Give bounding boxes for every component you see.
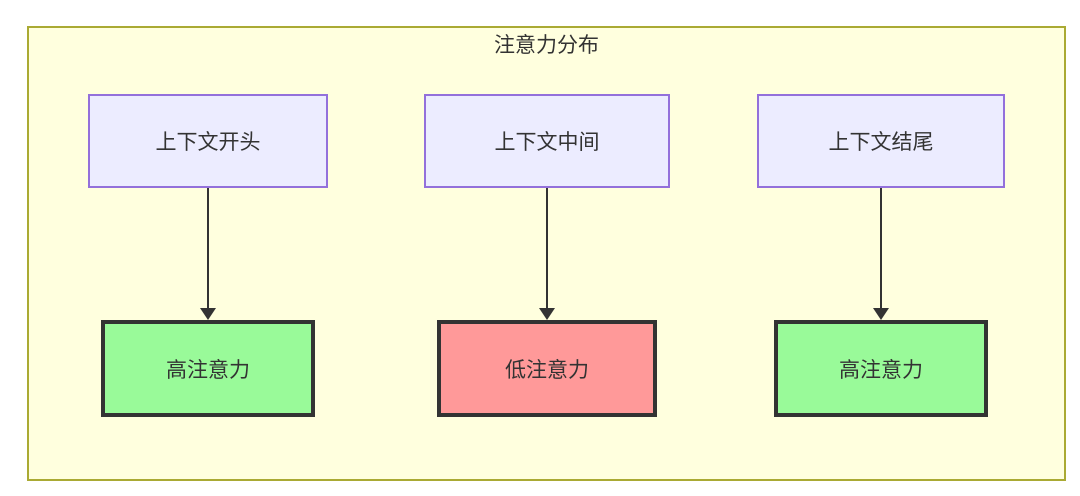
node-low-attention: 低注意力	[437, 320, 657, 417]
arrow-head-icon	[873, 308, 889, 320]
diagram-title: 注意力分布	[494, 34, 599, 57]
node-label: 上下文结尾	[828, 131, 934, 154]
node-high-attention-right: 高注意力	[774, 320, 988, 417]
arrow-line	[207, 188, 209, 308]
arrow-line	[880, 188, 882, 308]
node-context-middle: 上下文中间	[424, 94, 670, 188]
arrow-line	[546, 188, 548, 308]
node-context-beginning: 上下文开头	[88, 94, 328, 188]
node-label: 高注意力	[166, 358, 250, 382]
arrow-head-icon	[200, 308, 216, 320]
node-context-end: 上下文结尾	[757, 94, 1005, 188]
node-high-attention-left: 高注意力	[101, 320, 315, 417]
node-label: 高注意力	[839, 358, 923, 382]
arrow-head-icon	[539, 308, 555, 320]
node-label: 低注意力	[505, 358, 589, 382]
node-label: 上下文开头	[155, 131, 261, 154]
node-label: 上下文中间	[494, 131, 600, 154]
